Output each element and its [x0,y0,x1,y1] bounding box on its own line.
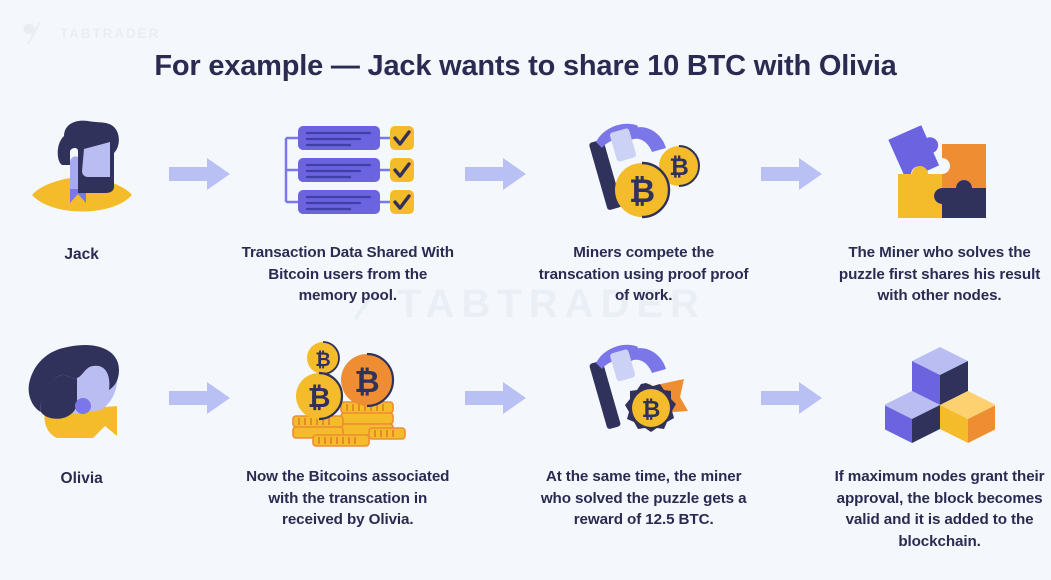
flow-row-1: Jack [0,112,1051,307]
step-2-3: If maximum nodes grant their approval, t… [828,336,1051,552]
arrow-right-icon [168,382,230,414]
flow-arrow-4 [163,336,236,415]
blockchain-cubes-icon [884,347,995,443]
step-caption: Transaction Data Shared With Bitcoin use… [241,244,454,305]
flow-row-2: Olivia [0,336,1051,552]
arrow-right-icon [760,158,822,190]
puzzle-pieces-icon [887,125,986,218]
olivia-avatar-icon [28,344,119,438]
jack-avatar-art [26,112,138,228]
pickaxe-coins-art: ₿ ₿ [582,112,706,228]
olivia-avatar-art [23,336,141,452]
person-jack: Jack [0,112,163,264]
step-caption: Miners compete the transcation using pro… [538,244,749,305]
svg-text:₿: ₿ [641,396,660,422]
flow-arrow-6 [755,336,828,415]
person-name: Jack [64,246,99,263]
brand-logo: TABTRADER [18,20,160,46]
flow-arrow-2 [459,112,532,191]
step-caption: The Miner who solves the puzzle first sh… [838,244,1041,305]
arrow-right-icon [168,158,230,190]
brand-name: TABTRADER [60,25,161,41]
flow-arrow-1 [163,112,236,191]
arrow-right-icon [464,158,526,190]
transaction-blocks-art [274,112,422,228]
slash-dot-logo-icon [23,21,41,45]
person-name: Olivia [60,470,103,487]
step-caption: At the same time, the miner who solved t… [540,468,747,529]
svg-text:₿: ₿ [354,364,379,399]
pickaxe-reward-icon: ₿ [589,344,688,432]
svg-text:₿: ₿ [629,173,655,209]
arrow-right-icon [464,382,526,414]
step-caption: If maximum nodes grant their approval, t… [834,468,1045,550]
bitcoin-stacks-icon: ₿ ₿ ₿ [291,341,406,447]
step-1-1: Transaction Data Shared With Bitcoin use… [236,112,459,307]
pickaxe-reward-art: ₿ [584,336,704,452]
person-olivia: Olivia [0,336,163,488]
jack-avatar-icon [31,120,132,212]
bitcoin-stacks-art: ₿ ₿ ₿ [283,336,413,452]
step-2-2: ₿ At the same time, the miner who solved… [532,336,755,531]
svg-text:₿: ₿ [307,382,330,413]
arrow-right-icon [760,382,822,414]
step-1-3: The Miner who solves the puzzle first sh… [828,112,1051,307]
step-2-1: ₿ ₿ ₿ Now the Bitcoins associated with t… [236,336,459,531]
flow-arrow-5 [459,336,532,415]
blockchain-cubes-art [884,336,995,452]
transaction-blocks-icon [284,126,414,214]
pickaxe-coins-icon: ₿ ₿ [588,123,700,219]
flow-arrow-3 [755,112,828,191]
step-caption: Now the Bitcoins associated with the tra… [246,468,450,529]
svg-text:₿: ₿ [315,350,330,371]
puzzle-pieces-art [886,112,994,228]
page-title: For example — Jack wants to share 10 BTC… [154,50,897,82]
step-1-2: ₿ ₿ Miners compete the transcation using… [532,112,755,307]
svg-text:₿: ₿ [669,154,689,181]
